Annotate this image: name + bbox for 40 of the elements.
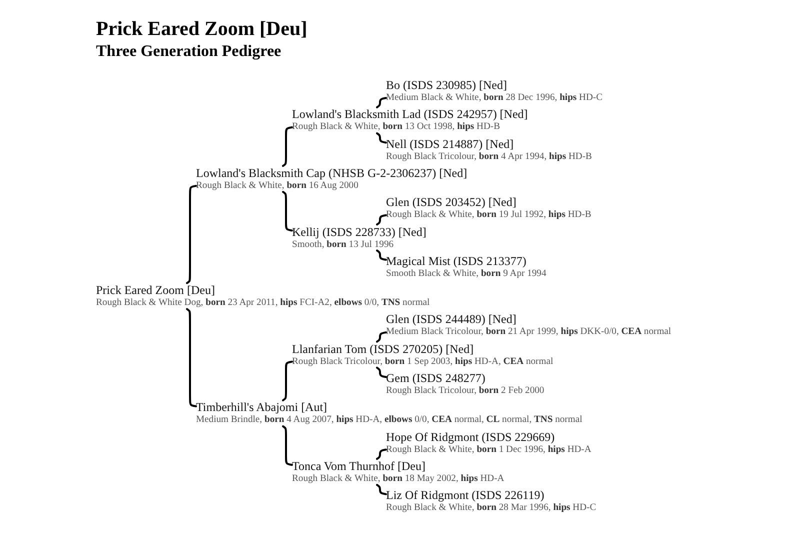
pedigree-bracket [376, 132, 387, 144]
dog-name: Gem (ISDS 248277) [386, 371, 486, 385]
pedigree-subtitle: Three Generation Pedigree [96, 42, 282, 61]
dog-details: Rough Black & White, born 13 Oct 1998, hips HD-B [292, 121, 500, 134]
dog-details: Medium Black Tricolour, born 21 Apr 1999, hips DKK-0/0, CEA normal [386, 326, 672, 338]
pedigree-bracket [376, 214, 387, 226]
pedigree-bracket [376, 250, 387, 261]
pedigree-bracket [376, 97, 387, 108]
dog-details: Rough Black & White, born 18 May 2002, hips HD-A [292, 472, 504, 485]
dog-name: Prick Eared Zoom [Deu] [96, 283, 215, 298]
dog-details: Rough Black Tricolour, born 1 Sep 2003, hips HD-A, CEA normal [292, 356, 554, 368]
dog-name: Liz Of Ridgmont (ISDS 226119) [386, 488, 544, 502]
dog-details: Rough Black & White Dog, born 23 Apr 2011, hips FCI-A2, elbows 0/0, TNS normal [96, 297, 430, 310]
dog-name: Hope Of Ridgmont (ISDS 229669) [386, 430, 555, 444]
dog-name: Llanfarian Tom (ISDS 270205) [Ned] [292, 342, 474, 356]
dog-details: Smooth Black & White, born 9 Apr 1994 [386, 268, 546, 280]
dog-details: Rough Black Tricolour, born 2 Feb 2000 [386, 385, 544, 397]
pedigree-bracket [376, 448, 387, 460]
dog-name: Magical Mist (ISDS 213377) [386, 254, 526, 268]
dog-details: Rough Black & White, born 19 Jul 1992, hips HD-B [386, 209, 592, 222]
pedigree-bracket [376, 331, 387, 343]
dog-name: Lowland's Blacksmith Cap (NHSB G-2-2306237) [Ned] [196, 166, 468, 180]
dog-details: Rough Black & White, born 28 Mar 1996, hips HD-C [386, 502, 596, 514]
dog-name: Lowland's Blacksmith Lad (ISDS 242957) [Ned] [292, 107, 528, 122]
dog-details: Medium Brindle, born 4 Aug 2007, hips HD-A, elbows 0/0, CEA normal, CL normal, TNS normal [196, 414, 582, 426]
dog-name: Glen (ISDS 203452) [Ned] [386, 195, 516, 210]
pedigree-title: Prick Eared Zoom [Deu] [96, 17, 308, 41]
pedigree-bracket [376, 484, 387, 496]
dog-name: Kellij (ISDS 228733) [Ned] [292, 224, 426, 238]
pedigree-bracket [376, 366, 387, 378]
dog-name: Tonca Vom Thurnhof [Deu] [292, 458, 426, 473]
dog-details: Rough Black & White, born 1 Dec 1996, hips HD-A [386, 444, 592, 456]
dog-name: Nell (ISDS 214887) [Ned] [386, 136, 514, 151]
dog-details: Rough Black & White, born 16 Aug 2000 [196, 180, 358, 192]
dog-name: Bo (ISDS 230985) [Ned] [386, 78, 507, 92]
dog-name: Timberhill's Abajomi [Aut] [196, 400, 328, 414]
dog-name: Glen (ISDS 244489) [Ned] [386, 312, 516, 326]
dog-details: Medium Black & White, born 28 Dec 1996, hips HD-C [386, 92, 603, 104]
dog-details: Smooth, born 13 Jul 1996 [292, 238, 394, 250]
dog-details: Rough Black Tricolour, born 4 Apr 1994, hips HD-B [386, 150, 592, 163]
